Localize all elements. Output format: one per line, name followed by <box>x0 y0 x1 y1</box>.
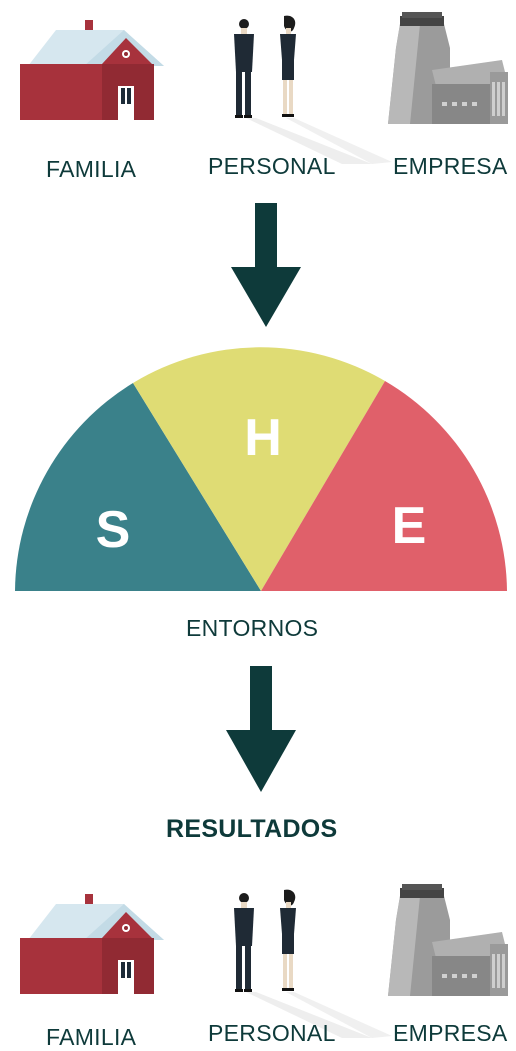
gauge-letter-e: E <box>392 497 427 555</box>
people-icon <box>234 889 392 1038</box>
factory-icon <box>388 12 508 124</box>
results-title: RESULTADOS <box>166 815 338 843</box>
gauge-segment-h <box>133 347 385 591</box>
house-icon <box>20 20 164 120</box>
company-label: EMPRESA <box>393 153 508 179</box>
down-arrow-icon <box>231 203 301 327</box>
gauge-segment-s <box>15 383 261 591</box>
personal-label: PERSONAL <box>208 153 336 179</box>
factory-icon <box>388 884 508 996</box>
company-label: EMPRESA <box>393 1020 508 1046</box>
family-label: FAMILIA <box>46 1024 137 1050</box>
gauge-letter-s: S <box>96 501 131 559</box>
gauge-segment-e <box>261 381 507 591</box>
house-icon <box>20 894 164 994</box>
environments-label: ENTORNOS <box>186 615 319 641</box>
personal-label: PERSONAL <box>208 1020 336 1046</box>
she-gauge: S H E <box>15 347 507 591</box>
family-label: FAMILIA <box>46 156 137 182</box>
gauge-letter-h: H <box>244 409 282 467</box>
people-icon <box>234 15 392 164</box>
down-arrow-icon <box>226 666 296 792</box>
